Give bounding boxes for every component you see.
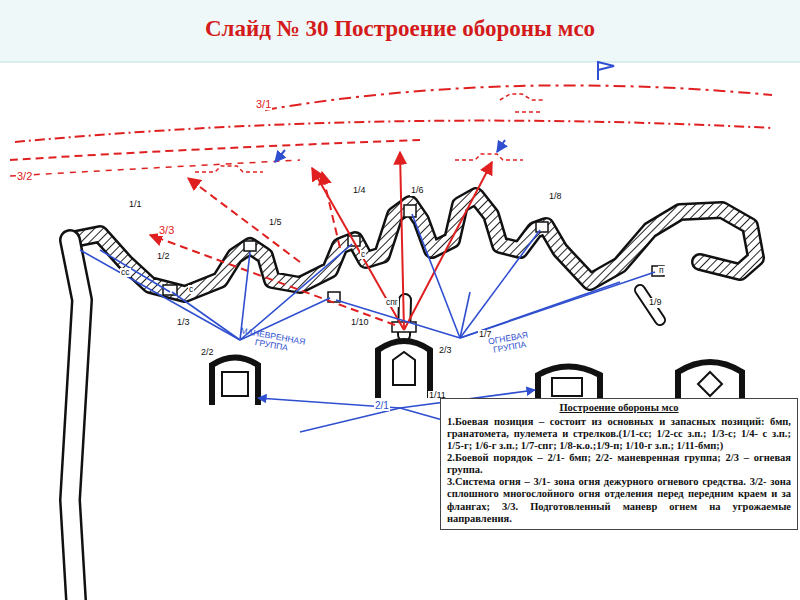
slide-title: Слайд № 30 Построение обороны мсо <box>0 16 800 42</box>
callout-number: 2/3 <box>438 346 453 356</box>
callout-number: 3/3 <box>158 224 175 236</box>
panel-paragraph: 1.Боевая позиция – состоит из основных и… <box>447 416 791 452</box>
text-panel: Построение обороны мсо 1.Боевая позиция –… <box>440 398 798 530</box>
callout-number: 1/1 <box>128 200 143 210</box>
callout-number: 3/2 <box>16 170 33 182</box>
callout-number: 1/9 <box>648 298 663 308</box>
panel-paragraph: 2.Боевой порядок – 2/1- бмп; 2/2- маневр… <box>447 452 791 476</box>
group-label: МАНЕВРЕННАЯ ГРУППА <box>231 325 313 357</box>
callout-number: 3/1 <box>255 98 272 110</box>
panel-paragraph: 3.Система огня – 3/1- зона огня дежурног… <box>447 476 791 524</box>
callout-number: с <box>360 250 366 259</box>
callout-number: сс <box>120 268 131 277</box>
callout-number: 2/1 <box>374 400 390 411</box>
callout-number: 1/6 <box>410 186 425 196</box>
callout-number: 1/4 <box>352 186 367 196</box>
panel-heading: Построение обороны мсо <box>447 402 791 414</box>
callout-number: с <box>188 285 194 294</box>
callout-number: 1/3 <box>176 318 191 328</box>
callout-number: 2/2 <box>200 348 215 358</box>
callout-number: 1/5 <box>268 218 283 228</box>
callout-number: 1/2 <box>156 252 171 262</box>
callout-number: 1/8 <box>548 192 563 202</box>
callout-number: п <box>658 266 665 275</box>
callout-number: 1/10 <box>350 318 370 328</box>
callout-number: спг <box>385 298 399 307</box>
